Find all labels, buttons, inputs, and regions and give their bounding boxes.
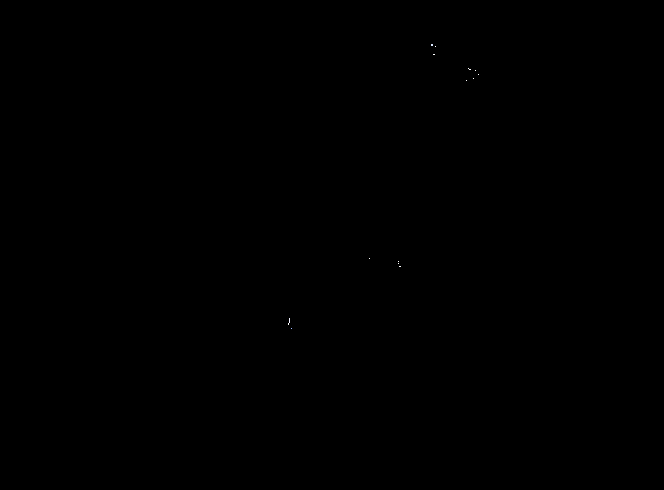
light-speck: [466, 80, 467, 81]
light-speck: [289, 318, 290, 323]
light-speck: [469, 69, 471, 70]
light-speck: [433, 54, 435, 55]
light-speck: [475, 70, 476, 71]
light-speck: [398, 263, 399, 264]
light-speck: [468, 68, 469, 69]
light-speck: [399, 266, 401, 267]
light-speck: [398, 261, 399, 262]
light-speck: [291, 328, 292, 329]
light-speck: [369, 258, 370, 259]
light-speck: [478, 74, 479, 75]
light-speck: [288, 323, 289, 325]
light-speck: [435, 46, 436, 47]
light-speck: [431, 44, 433, 46]
light-speck: [473, 78, 474, 79]
